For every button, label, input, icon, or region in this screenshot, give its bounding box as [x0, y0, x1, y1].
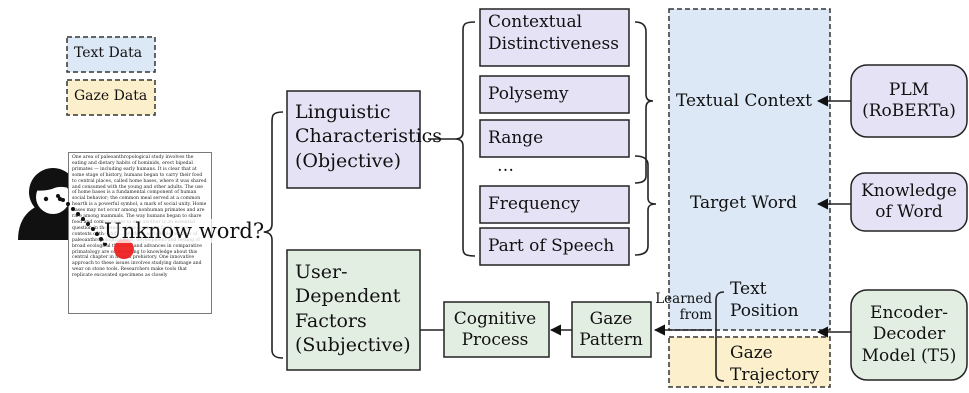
polysemy-box: [479, 75, 630, 114]
brace-target-word: [634, 155, 657, 256]
contextual-distinctiveness-box: [479, 8, 630, 67]
text-data-region: [668, 8, 831, 331]
brace-linguistic-features: [428, 21, 476, 257]
contextual-distinctiveness-label: Contextual Distinctiveness: [488, 12, 619, 54]
part-of-speech-label: Part of Speech: [488, 236, 615, 256]
gaze-trajectory-label: Gaze Trajectory: [730, 343, 820, 385]
frequency-label: Frequency: [488, 194, 580, 214]
encoder-decoder-label: Encoder-Decoder Model (T5): [861, 303, 957, 366]
user-dependent-factors-box: [286, 249, 421, 371]
unknown-word-label: Unknow word?: [104, 219, 265, 243]
cognitive-process-label: Cognitive Process: [453, 308, 537, 350]
range-box: [479, 119, 630, 158]
range-label: Range: [488, 128, 544, 148]
legend-text-data-swatch: [66, 36, 156, 73]
cognitive-process-box: [443, 301, 550, 358]
plm-label: PLM (RoBERTa): [862, 79, 956, 121]
polysemy-label: Polysemy: [488, 84, 569, 104]
gaze-pattern-box: [571, 301, 652, 358]
ellipsis-label: …: [497, 156, 514, 176]
linguistic-characteristics-box: [286, 90, 421, 189]
gaze-data-region: [668, 336, 831, 388]
legend-text-data-label: Text Data: [74, 45, 143, 61]
part-of-speech-box: [479, 227, 630, 266]
knowledge-of-word-box: [850, 172, 968, 232]
brace-learned-from: [715, 291, 725, 382]
gaze-pattern-label: Gaze Pattern: [579, 308, 643, 350]
legend-gaze-data-swatch: [66, 79, 156, 116]
brace-textual-context: [634, 21, 654, 184]
textual-context-label: Textual Context: [676, 91, 812, 111]
text-position-label: Text Position: [730, 279, 799, 321]
gaze-fixation-marker: [114, 239, 134, 259]
learned-from-label: Learned from: [655, 291, 712, 323]
legend-gaze-data-label: Gaze Data: [74, 88, 148, 104]
gaze-trail: [56, 194, 107, 246]
encoder-decoder-box: [850, 289, 968, 381]
linguistic-characteristics-label: Linguistic Characteristics (Objective): [295, 101, 443, 172]
user-dependent-factors-label: User-Dependent Factors (Subjective): [295, 261, 411, 356]
target-word-label: Target Word: [690, 193, 798, 213]
knowledge-of-word-label: Knowledge of Word: [861, 180, 957, 222]
frequency-box: [479, 185, 630, 224]
